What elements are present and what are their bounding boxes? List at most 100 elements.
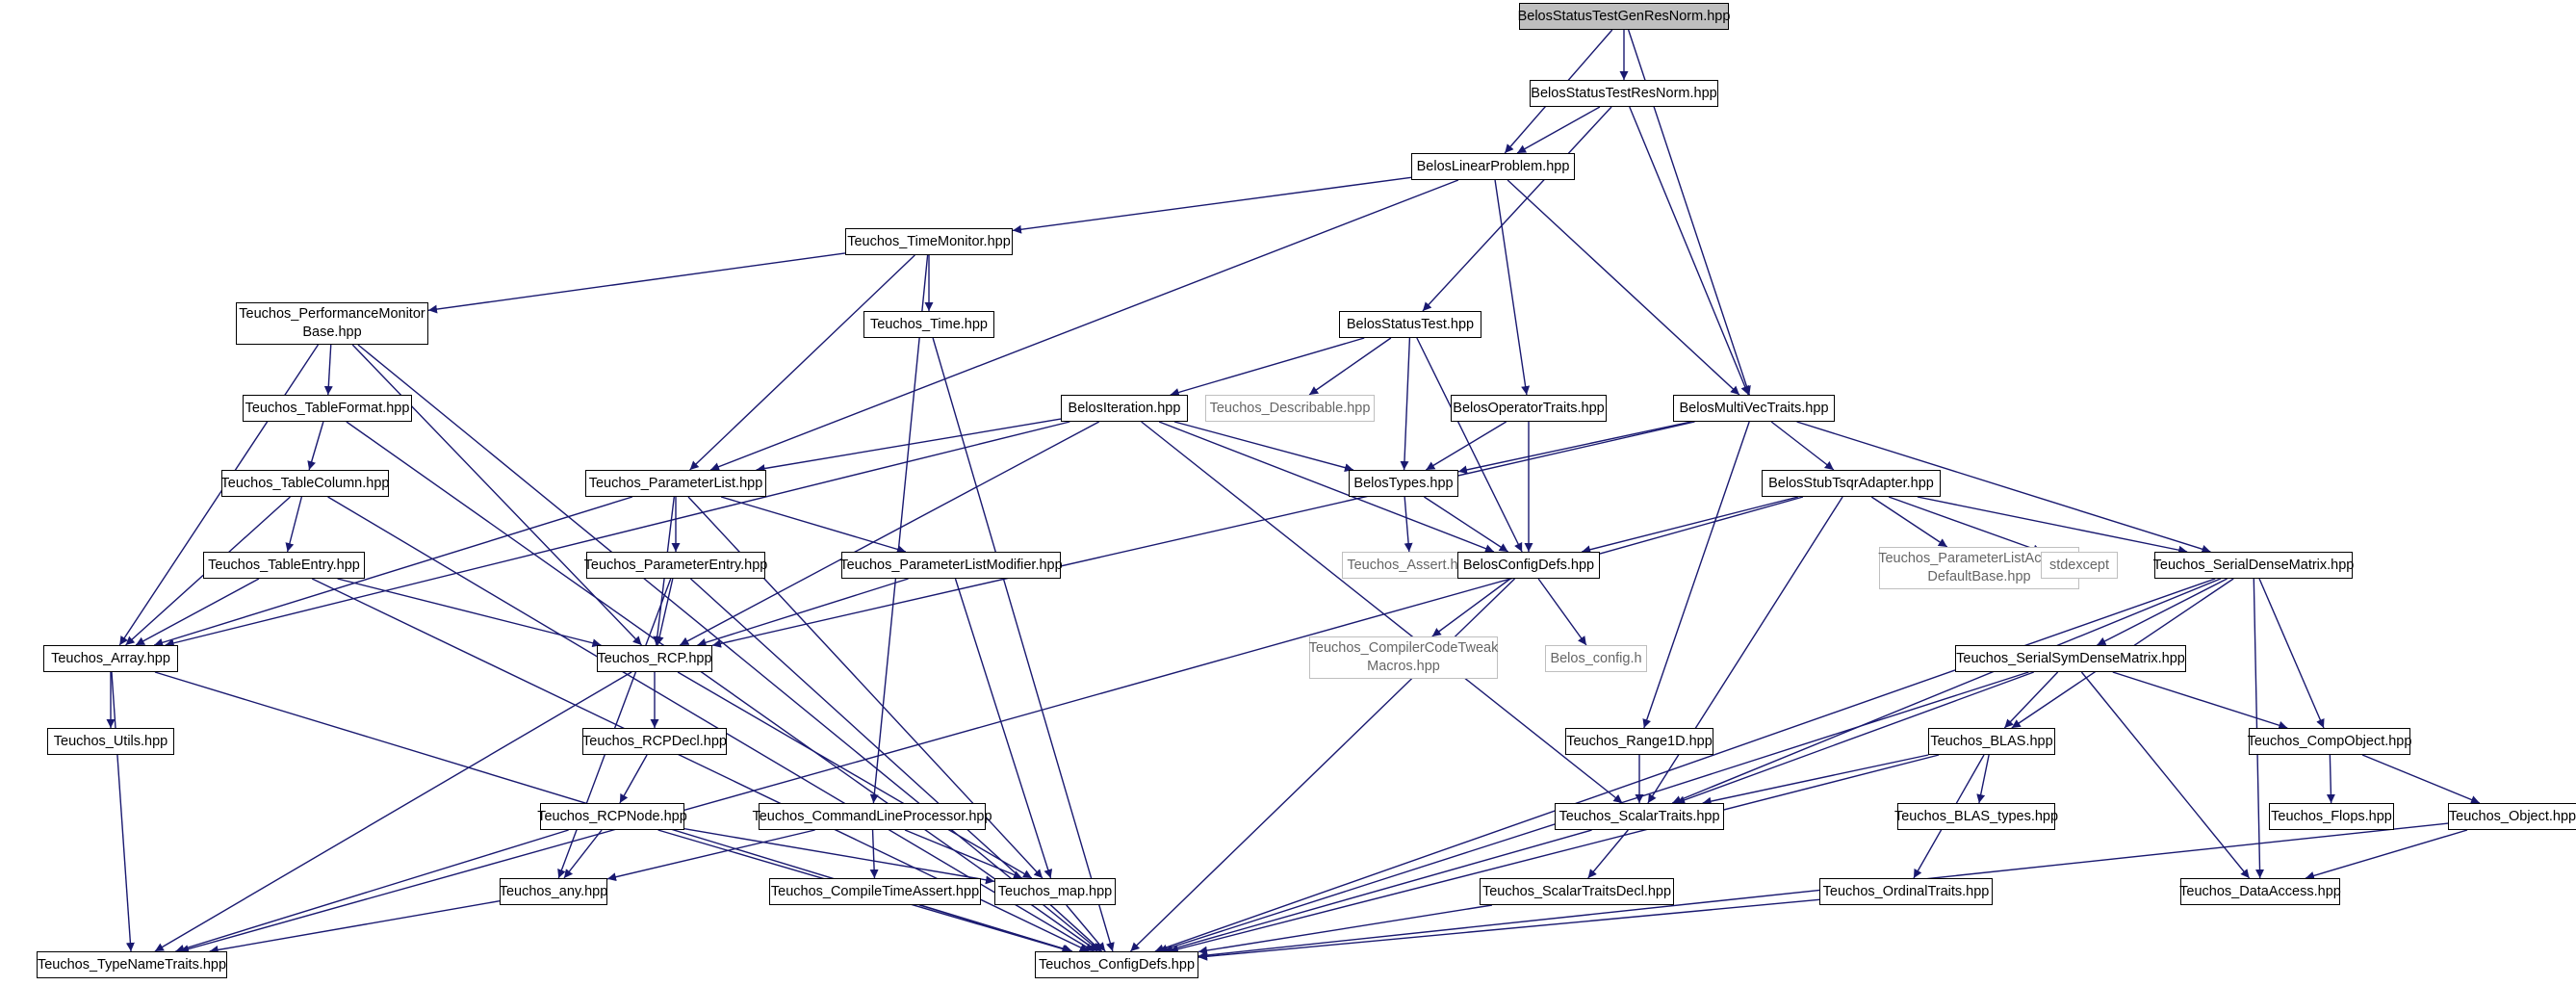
node-configdefs_t[interactable]: Teuchos_ConfigDefs.hpp: [1035, 951, 1198, 978]
edge-paramentry-to-rcp: [655, 578, 674, 646]
node-configdefs_b[interactable]: BelosConfigDefs.hpp: [1457, 552, 1600, 579]
edge-statustest-to-iteration: [1170, 337, 1365, 397]
node-paramlist[interactable]: Teuchos_ParameterList.hpp: [585, 470, 766, 497]
edge-symdense-to-dataaccess: [2080, 671, 2251, 879]
node-object[interactable]: Teuchos_Object.hpp: [2448, 803, 2576, 830]
node-map[interactable]: Teuchos_map.hpp: [994, 878, 1116, 905]
edge-clp-to-compiletime: [869, 829, 879, 879]
edge-rcpnode-to-typename: [175, 829, 569, 953]
edge-tsqr-to-placceptor: [1870, 496, 1948, 548]
edge-perfmon-to-tableformat: [323, 344, 333, 396]
edge-rcp-to-map: [677, 671, 1033, 879]
edge-symdense-to-scalartraits: [1676, 671, 2034, 805]
edge-symdense-to-compobject: [2112, 671, 2288, 730]
edge-paramlist-to-array: [153, 496, 633, 647]
node-belostypes[interactable]: BelosTypes.hpp: [1349, 470, 1458, 497]
edge-clp-to-any: [606, 829, 815, 882]
node-dataaccess[interactable]: Teuchos_DataAccess.hpp: [2179, 878, 2341, 905]
node-resnorm[interactable]: BelosStatusTestResNorm.hpp: [1530, 80, 1718, 107]
node-rcpdecl[interactable]: Teuchos_RCPDecl.hpp: [582, 728, 727, 755]
edge-compobject-to-flops: [2326, 754, 2335, 804]
node-tsqr[interactable]: BelosStubTsqrAdapter.hpp: [1762, 470, 1941, 497]
edge-time-to-configdefs_t: [932, 337, 1115, 952]
edge-scalartraits-to-configdefs_t: [1164, 829, 1592, 953]
node-optraits[interactable]: BelosOperatorTraits.hpp: [1451, 395, 1607, 422]
edge-symdense-to-blas: [2003, 671, 2059, 729]
node-compiletime[interactable]: Teuchos_CompileTimeAssert.hpp: [769, 878, 981, 905]
node-timemon[interactable]: Teuchos_TimeMonitor.hpp: [845, 228, 1013, 255]
node-scalartraits[interactable]: Teuchos_ScalarTraits.hpp: [1555, 803, 1724, 830]
edge-tableentry-to-array: [135, 578, 260, 646]
edge-tsqr-to-serialdense: [1917, 496, 2188, 555]
edge-object-to-dataaccess: [2305, 829, 2468, 880]
node-plmodifier[interactable]: Teuchos_ParameterListModifier.hpp: [839, 552, 1063, 579]
edge-tableentry-to-rcp: [337, 578, 602, 648]
node-tableentry[interactable]: Teuchos_TableEntry.hpp: [203, 552, 365, 579]
node-describable: Teuchos_Describable.hpp: [1205, 395, 1375, 422]
edge-array-to-typename: [111, 671, 135, 952]
edge-iteration-to-rcp: [679, 421, 1100, 646]
node-statustest[interactable]: BelosStatusTest.hpp: [1339, 311, 1481, 338]
edge-serialdense-to-configdefs_t: [1154, 578, 2216, 953]
edge-statustest-to-configdefs_b: [1416, 337, 1523, 553]
edge-timemon-to-perfmon: [427, 252, 846, 314]
node-linprob[interactable]: BelosLinearProblem.hpp: [1411, 153, 1575, 180]
node-symdense[interactable]: Teuchos_SerialSymDenseMatrix.hpp: [1955, 645, 2186, 672]
node-blastypes[interactable]: Teuchos_BLAS_types.hpp: [1894, 803, 2058, 830]
edge-blas-to-configdefs_t: [1169, 754, 1940, 954]
node-rcpnode[interactable]: Teuchos_RCPNode.hpp: [537, 803, 687, 830]
edge-map-to-configdefs_t: [1066, 904, 1106, 952]
edge-linprob-to-optraits: [1494, 179, 1531, 396]
edge-any-to-typename: [209, 900, 501, 954]
node-range1d[interactable]: Teuchos_Range1D.hpp: [1565, 728, 1713, 755]
node-blas[interactable]: Teuchos_BLAS.hpp: [1928, 728, 2055, 755]
node-array[interactable]: Teuchos_Array.hpp: [43, 645, 178, 672]
node-mvtraits[interactable]: BelosMultiVecTraits.hpp: [1673, 395, 1835, 422]
edge-blas-to-scalartraits: [1702, 754, 1929, 806]
node-iteration[interactable]: BelosIteration.hpp: [1061, 395, 1188, 422]
node-any[interactable]: Teuchos_any.hpp: [500, 878, 607, 905]
node-clp[interactable]: Teuchos_CommandLineProcessor.hpp: [752, 803, 992, 830]
node-flops[interactable]: Teuchos_Flops.hpp: [2269, 803, 2394, 830]
node-typename[interactable]: Teuchos_TypeNameTraits.hpp: [37, 951, 227, 978]
node-time[interactable]: Teuchos_Time.hpp: [863, 311, 994, 338]
edge-resnorm-to-linprob: [1516, 106, 1601, 154]
edge-tsqr-to-configdefs_b: [1582, 496, 1798, 555]
edge-timemon-to-clp: [869, 254, 929, 804]
edge-resnorm-to-statustest: [1422, 106, 1612, 312]
edge-plmodifier-to-rcp: [697, 578, 909, 647]
edge-mvtraits-to-belostypes: [1457, 421, 1691, 475]
edge-tsqr-to-stdexcept: [1888, 496, 2043, 554]
edge-iteration-to-paramlist: [756, 418, 1062, 473]
edge-mvtraits-to-range1d: [1642, 421, 1750, 729]
edge-timemon-to-paramlist: [689, 254, 915, 471]
node-assert: Teuchos_Assert.hpp: [1342, 552, 1479, 579]
edge-configdefs_b-to-tweak: [1431, 578, 1511, 637]
node-compobject[interactable]: Teuchos_CompObject.hpp: [2248, 728, 2411, 755]
node-perfmon[interactable]: Teuchos_PerformanceMonitor Base.hpp: [236, 302, 428, 345]
edge-clp-to-map: [904, 829, 1023, 879]
edge-scalartraits-to-stdecl: [1587, 829, 1629, 879]
edge-resnorm-to-mvtraits: [1629, 106, 1749, 396]
node-paramentry[interactable]: Teuchos_ParameterEntry.hpp: [584, 552, 767, 579]
node-serialdense[interactable]: Teuchos_SerialDenseMatrix.hpp: [2153, 552, 2354, 579]
node-stdecl[interactable]: Teuchos_ScalarTraitsDecl.hpp: [1480, 878, 1674, 905]
edge-linprob-to-timemon: [1012, 176, 1412, 234]
edge-tableformat-to-tablecolumn: [307, 421, 324, 471]
edge-belostypes-to-assert: [1404, 496, 1413, 553]
node-root[interactable]: BelosStatusTestGenResNorm.hpp: [1518, 3, 1730, 30]
edge-rcpdecl-to-rcpnode: [619, 754, 648, 804]
node-rcp[interactable]: Teuchos_RCP.hpp: [597, 645, 712, 672]
node-tweak: Teuchos_CompilerCodeTweak Macros.hpp: [1309, 636, 1498, 679]
node-tablecolumn[interactable]: Teuchos_TableColumn.hpp: [221, 470, 389, 497]
edge-linprob-to-paramlist: [709, 179, 1459, 471]
edge-iteration-to-scalartraits: [1141, 421, 1623, 804]
edge-ordinal-to-configdefs_t: [1198, 898, 1820, 961]
edge-serialdense-to-scalartraits: [1671, 578, 2222, 804]
edge-serialdense-to-compobject: [2258, 578, 2325, 729]
node-tableformat[interactable]: Teuchos_TableFormat.hpp: [243, 395, 412, 422]
node-ordinal[interactable]: Teuchos_OrdinalTraits.hpp: [1819, 878, 1993, 905]
edge-iteration-to-configdefs_b: [1158, 421, 1495, 553]
node-utils[interactable]: Teuchos_Utils.hpp: [47, 728, 174, 755]
edge-plmodifier-to-map: [954, 578, 1053, 879]
